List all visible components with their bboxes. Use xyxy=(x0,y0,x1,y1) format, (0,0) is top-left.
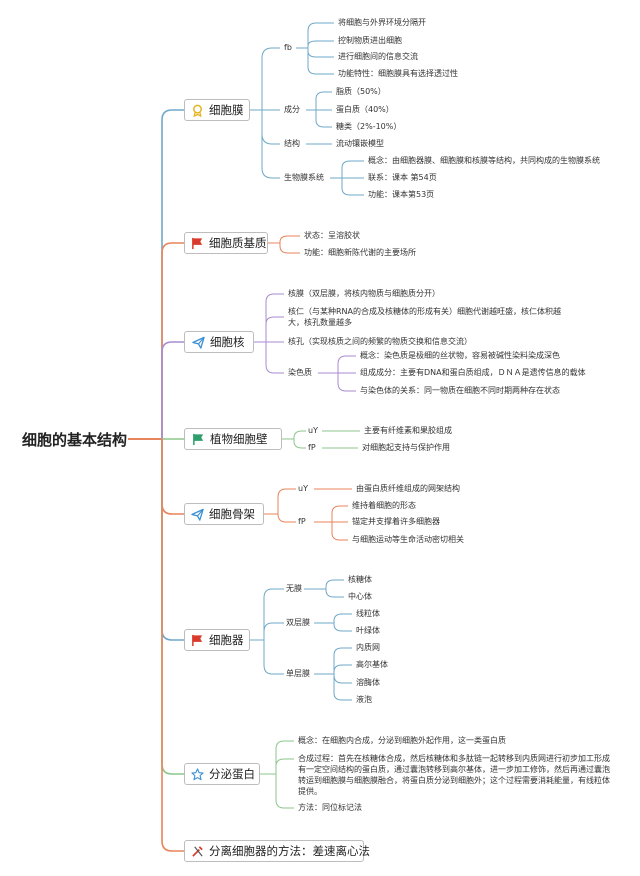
star-icon xyxy=(191,767,204,781)
nucleus-chromatin-item-3: 与染色体的关系：同一物质在细胞不同时期两种存在状态 xyxy=(360,386,560,395)
membrane-composition-item-3: 糖类（2%-10%） xyxy=(336,122,402,131)
tools-icon xyxy=(191,844,204,858)
skeleton-lines xyxy=(264,488,352,541)
cellwall-fp-value: 对细胞起支持与保护作用 xyxy=(362,443,450,452)
skeleton-fp-item-3: 与细胞运动等生命活动密切相关 xyxy=(352,535,464,544)
membrane-composition-item-2: 蛋白质（40%） xyxy=(336,105,394,114)
node-membrane[interactable]: 细胞膜 xyxy=(184,99,250,121)
secretion-item-1: 概念：在细胞内合成，分泌到细胞外起作用，这一类蛋白质 xyxy=(298,736,506,745)
secretion-lines xyxy=(260,740,294,809)
membrane-structure-label: 结构 xyxy=(284,139,300,148)
skeleton-fp-item-2: 锚定并支撑着许多细胞器 xyxy=(352,517,440,526)
node-secretion[interactable]: 分泌蛋白 xyxy=(184,763,260,785)
membrane-biomembrane-label: 生物膜系统 xyxy=(284,173,324,182)
organelle-double-item-2: 叶绿体 xyxy=(356,626,380,635)
skeleton-fp-label: fP xyxy=(298,517,306,526)
award-icon xyxy=(191,103,204,117)
cellwall-uy-value: 主要有纤维素和果胶组成 xyxy=(364,426,452,435)
flag-icon xyxy=(191,633,204,647)
node-secretion-label: 分泌蛋白 xyxy=(209,767,255,781)
node-cellwall[interactable]: 植物细胞壁 xyxy=(184,428,282,450)
organelle-single-item-1: 内质网 xyxy=(356,643,380,652)
organelle-single-item-3: 溶酶体 xyxy=(356,678,380,687)
membrane-fb-item-2: 控制物质进出细胞 xyxy=(338,36,402,45)
node-method-label: 分离细胞器的方法：差速离心法 xyxy=(209,844,370,858)
cellwall-lines xyxy=(282,430,360,449)
nucleus-lines xyxy=(254,293,356,392)
cellwall-fp-label: fP xyxy=(308,443,316,452)
membrane-structure-value: 流动镶嵌模型 xyxy=(336,139,384,148)
organelle-lines xyxy=(250,579,352,701)
membrane-fb-label: fb xyxy=(284,43,292,52)
organelle-double-label: 双层膜 xyxy=(286,618,310,627)
organelle-nomembrane-item-2: 中心体 xyxy=(348,592,372,601)
node-skeleton[interactable]: 细胞骨架 xyxy=(184,503,264,525)
cytoplasm-item-1: 状态：呈溶胶状 xyxy=(304,231,360,240)
membrane-composition-label: 成分 xyxy=(284,105,300,114)
paper-plane-icon xyxy=(191,335,205,349)
node-cytoplasm-label: 细胞质基质 xyxy=(209,236,267,250)
secretion-item-3: 方法：同位标记法 xyxy=(298,803,362,812)
root-title[interactable]: 细胞的基本结构 xyxy=(22,431,128,449)
paper-plane-icon xyxy=(191,507,204,521)
node-cellwall-label: 植物细胞壁 xyxy=(210,432,268,446)
nucleus-chromatin-label: 染色质 xyxy=(288,368,312,377)
nucleus-item-1: 核膜（双层膜，将核内物质与细胞质分开） xyxy=(288,289,440,298)
node-nucleus[interactable]: 细胞核 xyxy=(184,331,254,353)
secretion-item-2: 合成过程：首先在核糖体合成，然后核糖体和多肽链一起转移到内质网进行初步加工形成有… xyxy=(298,754,610,796)
flag-icon xyxy=(191,236,204,250)
organelle-single-item-4: 液泡 xyxy=(356,695,372,704)
node-organelle[interactable]: 细胞器 xyxy=(184,629,250,651)
node-organelle-label: 细胞器 xyxy=(209,633,244,647)
membrane-fb-item-1: 将细胞与外界环境分隔开 xyxy=(338,18,426,27)
skeleton-uy-value: 由蛋白质纤维组成的网架结构 xyxy=(356,484,460,493)
nucleus-item-3: 核孔（实现核质之间的频繁的物质交换和信息交流） xyxy=(288,337,472,346)
skeleton-fp-item-1: 维持着细胞的形态 xyxy=(352,501,416,510)
nucleus-chromatin-item-2: 组成成分：主要有DNA和蛋白质组成，ＤＮＡ是遗传信息的载体 xyxy=(360,368,586,377)
membrane-biomembrane-item-2: 联系：课本 第54页 xyxy=(368,173,437,182)
node-skeleton-label: 细胞骨架 xyxy=(209,507,255,521)
membrane-lines xyxy=(250,22,364,196)
node-method[interactable]: 分离细胞器的方法：差速离心法 xyxy=(184,840,370,862)
flag-icon xyxy=(191,432,205,446)
membrane-biomembrane-item-3: 功能：课本第53页 xyxy=(368,190,435,199)
membrane-biomembrane-item-1: 概念：由细胞器膜、细胞膜和核膜等结构，共同构成的生物膜系统 xyxy=(368,156,600,165)
cytoplasm-lines xyxy=(268,235,300,254)
node-membrane-label: 细胞膜 xyxy=(209,103,244,117)
organelle-single-item-2: 高尔基体 xyxy=(356,660,388,669)
main-branches xyxy=(161,109,184,852)
organelle-nomembrane-item-1: 核糖体 xyxy=(348,575,372,584)
organelle-single-label: 单层膜 xyxy=(286,669,310,678)
nucleus-chromatin-item-1: 概念：染色质是极细的丝状物，容易被碱性染料染成深色 xyxy=(360,351,560,360)
cellwall-uy-label: uY xyxy=(308,426,318,435)
nucleus-item-2: 核仁（与某种RNA的合成及核糖体的形成有关）细胞代谢越旺盛，核仁体积越大，核孔数… xyxy=(288,307,562,327)
node-cytoplasm[interactable]: 细胞质基质 xyxy=(184,232,268,254)
organelle-nomembrane-label: 无膜 xyxy=(286,584,302,593)
skeleton-uy-label: uY xyxy=(298,484,308,493)
membrane-fb-item-4: 功能特性：细胞膜具有选择透过性 xyxy=(338,69,458,78)
node-nucleus-label: 细胞核 xyxy=(210,335,245,349)
cytoplasm-item-2: 功能：细胞新陈代谢的主要场所 xyxy=(304,248,416,257)
membrane-fb-item-3: 进行细胞间的信息交流 xyxy=(338,52,418,61)
organelle-double-item-1: 线粒体 xyxy=(356,609,380,618)
membrane-composition-item-1: 脂质（50%） xyxy=(336,87,386,96)
